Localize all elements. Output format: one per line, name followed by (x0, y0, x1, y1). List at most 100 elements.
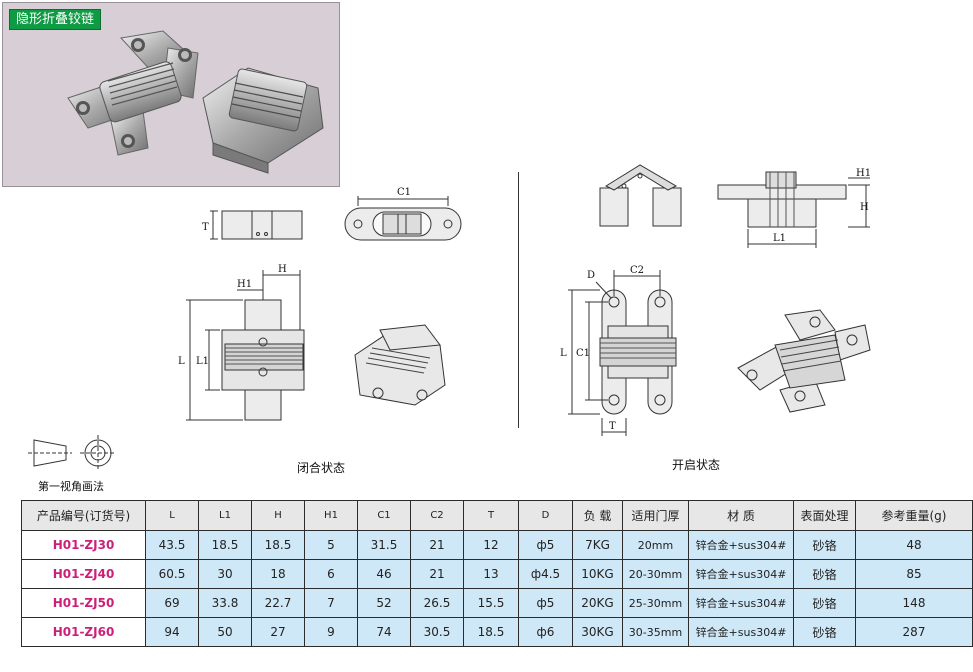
dim-t-closed: T (202, 222, 209, 233)
dim-d-open: D (587, 270, 595, 281)
table-cell: 锌合金+sus304# (688, 559, 794, 589)
dim-c1-open: C1 (576, 348, 590, 359)
table-cell: 287 (855, 617, 973, 647)
table-cell: 69 (145, 588, 199, 618)
table-cell: 30KG (572, 617, 623, 647)
table-cell: 砂铬 (793, 559, 856, 589)
table-cell: 30.5 (410, 617, 464, 647)
table-row: H01-ZJ50 69 33.8 22.7 7 52 26.5 15.5 ф5 … (21, 588, 973, 618)
table-cell: ф5 (518, 588, 573, 618)
col-header: L1 (198, 500, 252, 531)
table-cell: 7KG (572, 530, 623, 560)
table-cell: 20-30mm (622, 559, 689, 589)
table-cell: 74 (357, 617, 411, 647)
col-header: C1 (357, 500, 411, 531)
table-cell: 锌合金+sus304# (688, 588, 794, 618)
table-cell: 砂铬 (793, 617, 856, 647)
col-header: 材 质 (688, 500, 794, 531)
closed-side-view (210, 210, 303, 240)
col-header: T (463, 500, 519, 531)
col-header: D (518, 500, 573, 531)
model-cell: H01-ZJ60 (21, 617, 146, 647)
closed-front-view (186, 270, 305, 421)
table-row: H01-ZJ60 94 50 27 9 74 30.5 18.5 ф6 30KG… (21, 617, 973, 647)
closed-state-label: 闭合状态 (297, 461, 346, 475)
table-cell: 30-35mm (622, 617, 689, 647)
table-cell: 22.7 (251, 588, 305, 618)
col-header: L (145, 500, 199, 531)
table-cell: 13 (463, 559, 519, 589)
table-cell: 20mm (622, 530, 689, 560)
table-cell: 85 (855, 559, 973, 589)
col-header: 产品编号(订货号) (21, 500, 146, 531)
table-cell: 锌合金+sus304# (688, 530, 794, 560)
table-cell: 25-30mm (622, 588, 689, 618)
technical-drawing: C1 T H1 H L L1 D C2 L C1 T L1 H1 H 闭合状态 … (28, 164, 871, 493)
table-cell: 9 (304, 617, 358, 647)
table-cell: 26.5 (410, 588, 464, 618)
table-cell: 60.5 (145, 559, 199, 589)
open-state-label: 开启状态 (672, 458, 721, 472)
table-cell: 12 (463, 530, 519, 560)
table-cell: 148 (855, 588, 973, 618)
dim-l-open: L (560, 348, 567, 359)
dim-h-closed: H (278, 264, 287, 275)
table-cell: 46 (357, 559, 411, 589)
table-row: H01-ZJ30 43.5 18.5 18.5 5 31.5 21 12 ф5 … (21, 530, 973, 560)
table-cell: ф6 (518, 617, 573, 647)
dim-c2-open: C2 (630, 265, 644, 276)
table-cell: 锌合金+sus304# (688, 617, 794, 647)
table-cell: 6 (304, 559, 358, 589)
dim-h1-closed: H1 (237, 279, 252, 290)
col-header: C2 (410, 500, 464, 531)
open-hinge-photo (67, 30, 199, 156)
table-cell: 21 (410, 559, 464, 589)
open-side-dim-view (717, 171, 870, 248)
table-cell: 52 (357, 588, 411, 618)
table-cell: 30 (198, 559, 252, 589)
dim-l-closed: L (178, 356, 185, 367)
table-cell: 7 (304, 588, 358, 618)
hinge-photo-illustration (67, 30, 324, 174)
col-header: 负 载 (572, 500, 623, 531)
table-cell: 18.5 (463, 617, 519, 647)
model-cell: H01-ZJ40 (21, 559, 146, 589)
closed-isometric-view (354, 324, 446, 406)
model-cell: H01-ZJ30 (21, 530, 146, 560)
dim-l1-open: L1 (773, 233, 786, 244)
table-cell: 砂铬 (793, 530, 856, 560)
table-cell: 94 (145, 617, 199, 647)
table-cell: 20KG (572, 588, 623, 618)
open-side-view (599, 164, 682, 227)
table-cell: 18.5 (198, 530, 252, 560)
table-cell: 5 (304, 530, 358, 560)
table-cell: 10KG (572, 559, 623, 589)
table-header-row: 产品编号(订货号) L L1 H H1 C1 C2 T D 负 载 适用门厚 材… (21, 500, 973, 531)
projection-label: 第一视角画法 (38, 480, 104, 493)
table-cell: 18.5 (251, 530, 305, 560)
table-cell: 33.8 (198, 588, 252, 618)
table-cell: 18 (251, 559, 305, 589)
closed-top-view (344, 196, 462, 241)
table-cell: 31.5 (357, 530, 411, 560)
open-isometric-view (737, 309, 871, 413)
table-cell: 21 (410, 530, 464, 560)
col-header: H (251, 500, 305, 531)
dim-h1-open: H1 (856, 168, 871, 179)
dim-t-open: T (609, 421, 616, 432)
table-cell: 27 (251, 617, 305, 647)
product-photo: 隐形折叠铰链 (2, 2, 340, 187)
dim-h-open: H (860, 202, 869, 213)
col-header: 适用门厚 (622, 500, 689, 531)
table-row: H01-ZJ40 60.5 30 18 6 46 21 13 ф4.5 10KG… (21, 559, 973, 589)
table-cell: 15.5 (463, 588, 519, 618)
col-header: H1 (304, 500, 358, 531)
table-cell: ф4.5 (518, 559, 573, 589)
photo-title: 隐形折叠铰链 (9, 9, 102, 30)
table-cell: 砂铬 (793, 588, 856, 618)
dim-c1-closed: C1 (397, 187, 411, 198)
table-cell: ф5 (518, 530, 573, 560)
dim-l1-closed: L1 (196, 356, 209, 367)
spec-table: 产品编号(订货号) L L1 H H1 C1 C2 T D 负 载 适用门厚 材… (21, 500, 973, 647)
closed-hinge-photo (202, 67, 324, 174)
